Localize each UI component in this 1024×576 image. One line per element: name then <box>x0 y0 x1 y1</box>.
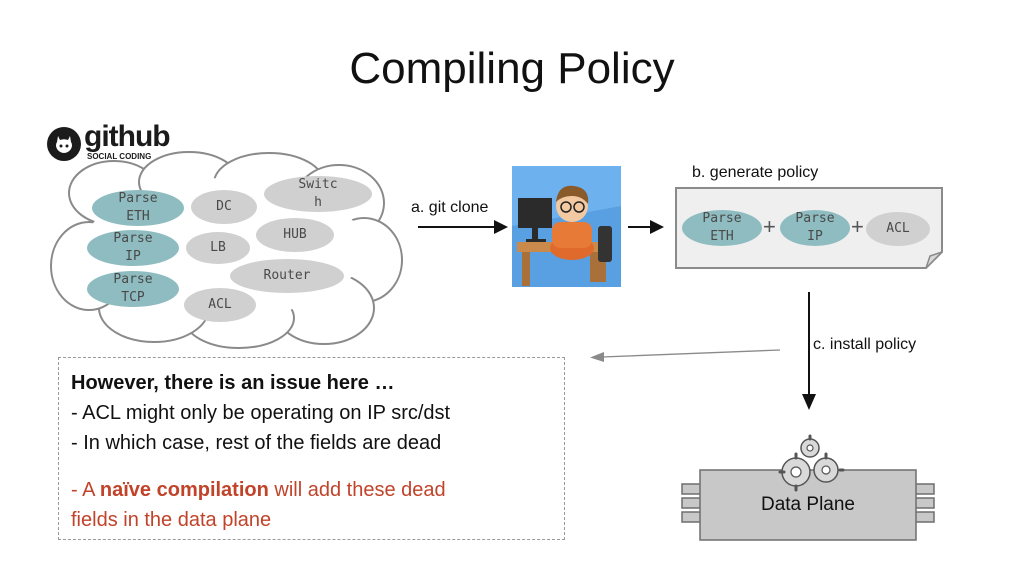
page-title: Compiling Policy <box>349 44 675 93</box>
cloud-router: Router <box>230 259 344 293</box>
policy-parse-eth: Parse ETH <box>682 210 762 246</box>
github-logo: github SOCIAL CODING <box>46 120 176 166</box>
cloud-dc: DC <box>191 190 257 224</box>
cloud-acl: ACL <box>184 288 256 322</box>
install-policy-label: c. install policy <box>813 336 917 353</box>
policy-plus-1: + <box>763 214 776 239</box>
policy-acl: ACL <box>866 212 930 246</box>
issue-heading: However, there is an issue here … <box>71 372 395 394</box>
issue-line-3-prefix: - A <box>71 479 100 501</box>
data-plane-label: Data Plane <box>760 494 855 515</box>
issue-line-3-suffix: will add these dead <box>268 479 446 501</box>
cloud-lb: LB <box>186 232 250 264</box>
data-plane: Data Plane <box>680 432 936 544</box>
developer-illustration <box>512 166 621 287</box>
cloud-parse-eth: Parse ETH <box>92 190 184 226</box>
issue-line-4: fields in the data plane <box>71 509 272 531</box>
git-clone-arrow <box>418 220 508 234</box>
issue-line-3: - A naïve compilation will add these dea… <box>71 479 446 502</box>
issue-box: However, there is an issue here … - ACL … <box>58 357 565 540</box>
cloud-parse-ip: Parse IP <box>87 230 179 266</box>
gears-icon <box>778 434 845 492</box>
cloud-hub: HUB <box>256 218 334 252</box>
policy-plus-2: + <box>851 214 864 239</box>
github-tagline: SOCIAL CODING <box>87 152 152 161</box>
issue-line-2: - In which case, rest of the fields are … <box>71 432 442 454</box>
octocat-icon <box>47 127 81 161</box>
cloud-switch: Switc h <box>264 176 372 212</box>
issue-line-3-bold: naïve compilation <box>99 479 269 501</box>
install-policy-arrow <box>802 292 816 410</box>
git-clone-label: a. git clone <box>411 199 489 216</box>
generate-policy-label: b. generate policy <box>692 164 819 181</box>
cloud-parse-tcp: Parse TCP <box>87 271 179 307</box>
generate-arrow <box>628 220 664 234</box>
issue-pointer-arrow <box>590 349 781 362</box>
policy-parse-ip: Parse IP <box>780 210 850 246</box>
issue-line-1: - ACL might only be operating on IP src/… <box>71 402 451 424</box>
github-word: github <box>84 120 171 153</box>
